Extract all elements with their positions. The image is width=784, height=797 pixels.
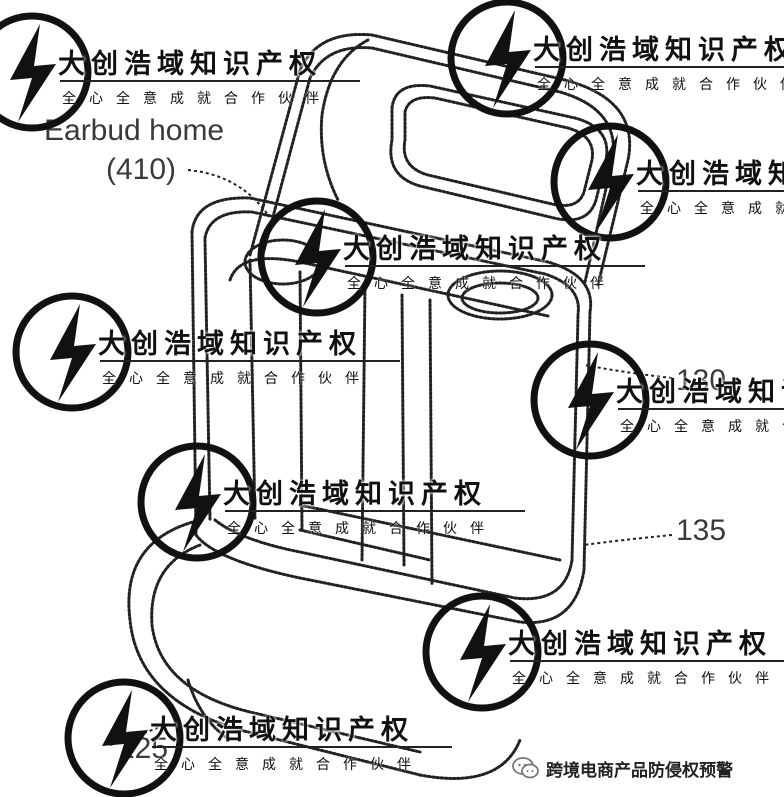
watermark-divider [618,408,784,410]
lightning-seal-icon [530,340,650,460]
watermark-divider [510,660,784,662]
watermark-title: 大创浩域知识产权 [98,329,362,360]
watermark-divider [535,66,784,68]
account-name: 跨境电商产品防侵权预警 [546,760,733,781]
watermark-stamp: 大创浩域知识产权 全心全意成就合作伙伴 [255,195,645,325]
watermark-divider [345,265,645,267]
watermark-slogan: 全心全意成就合作伙伴 [537,77,784,93]
watermark-slogan: 全心全意成就合作伙伴 [640,201,784,217]
watermark-slogan: 全心全意成就合作伙伴 [347,276,617,292]
watermark-stamp: 大创浩域知识产权 全心全意成就合作伙伴 [10,290,400,420]
watermark-title: 大创浩域知识产权 [58,49,322,80]
watermark-divider [152,746,452,748]
leader-135 [583,534,673,546]
label-earbud-home-ref: (410) [106,153,177,186]
lightning-seal-icon [550,122,670,242]
watermark-title: 大创浩域知识产权 [636,159,784,190]
watermark-title: 大创浩域知识产权 [150,715,414,746]
watermark-stamp: 大创浩域知识产权 全心全意成就合作伙伴 [420,590,784,720]
lightning-seal-icon [447,0,567,118]
watermark-divider [100,360,400,362]
lightning-seal-icon [12,292,132,412]
watermark-stamp: 大创浩域知识产权 全心全意成就合作伙伴 [548,120,784,250]
watermark-divider [638,190,784,192]
label-ref-135: 135 [676,514,727,547]
watermark-title: 大创浩域知识产权 [616,377,784,408]
watermark-stamp: 大创浩域知识产权 全心全意成就合作伙伴 [62,676,452,797]
chat-bubbles-icon [512,757,539,779]
watermark-title: 大创浩域知识产权 [223,479,487,510]
watermark-divider [225,510,525,512]
watermark-title: 大创浩域知识产权 [533,35,784,66]
label-earbud-home: Earbud home [44,114,225,147]
lightning-seal-icon [64,678,184,797]
watermark-slogan: 全心全意成就合作伙伴 [620,419,784,435]
lightning-seal-icon [422,592,542,712]
watermark-stamp: 大创浩域知识产权 全心全意成就合作伙伴 [528,338,784,468]
lid-outline [248,32,632,287]
lightning-seal-icon [0,12,92,132]
watermark-slogan: 全心全意成就合作伙伴 [102,371,372,387]
watermark-divider [60,80,360,82]
watermark-slogan: 全心全意成就合作伙伴 [62,91,332,107]
watermark-slogan: 全心全意成就合作伙伴 [227,521,497,537]
watermark-stamp: 大创浩域知识产权 全心全意成就合作伙伴 [135,440,525,570]
watermark-stamp: 大创浩域知识产权 全心全意成就合作伙伴 [0,10,360,140]
lightning-seal-icon [257,197,377,317]
account-badge: 跨境电商产品防侵权预警 [512,752,733,784]
watermark-title: 大创浩域知识产权 [508,629,772,660]
watermark-slogan: 全心全意成就合作伙伴 [512,671,782,687]
leader-earbud-home [187,169,269,216]
watermark-slogan: 全心全意成就合作伙伴 [154,757,424,773]
label-ref-130: 130 [676,364,727,397]
watermark-title: 大创浩域知识产权 [343,234,607,265]
lightning-seal-icon [137,442,257,562]
watermark-stamp: 大创浩域知识产权 全心全意成就合作伙伴 [445,0,784,126]
